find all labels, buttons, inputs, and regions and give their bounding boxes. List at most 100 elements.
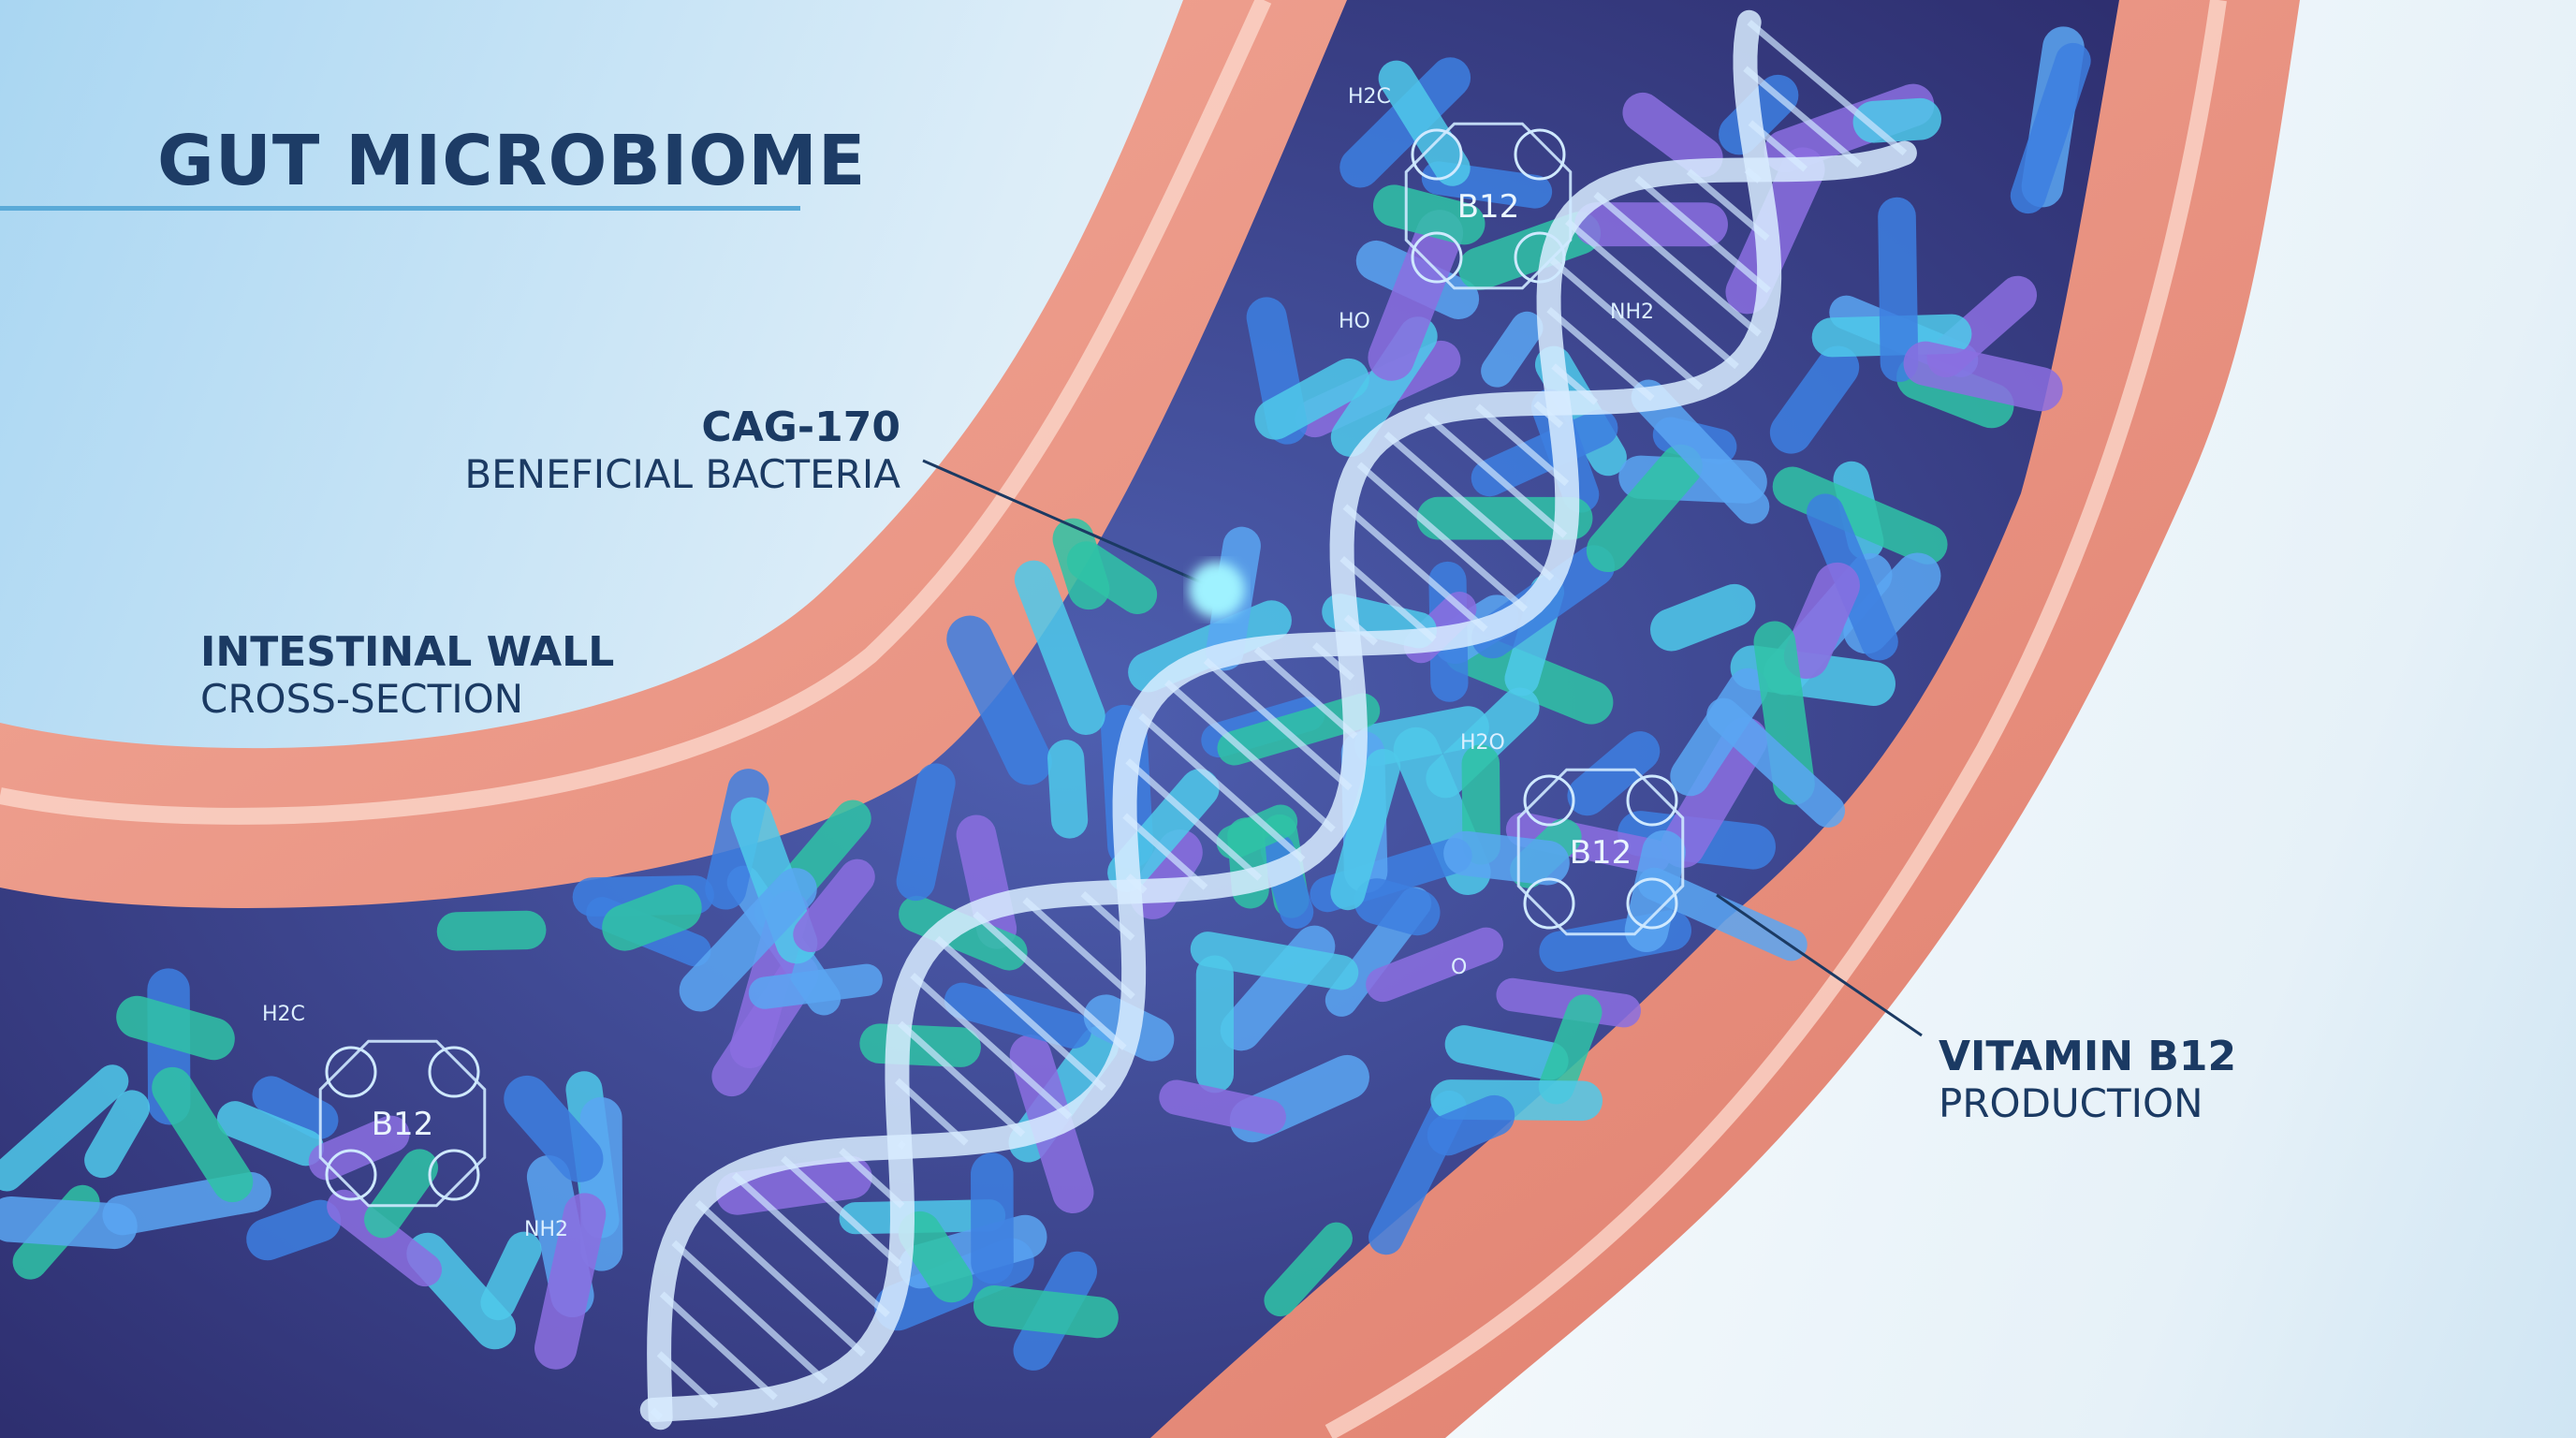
dna-base-pair (1383, 432, 1555, 581)
label-vitamin-desc: PRODUCTION (1939, 1079, 2203, 1126)
bacterium (1190, 932, 1359, 990)
bacterium (1378, 60, 1471, 186)
bacterium (1622, 92, 1723, 178)
dna-base-pair (659, 1291, 778, 1401)
bacterium (1366, 927, 1504, 1003)
bacterium (1783, 562, 1860, 680)
bacterium (1650, 583, 1756, 652)
dna-base-pair (731, 1172, 890, 1318)
bacterium (896, 763, 956, 902)
label-wall-desc: CROSS-SECTION (200, 675, 524, 722)
dna-base-pair (1549, 257, 1704, 390)
bacterium (679, 868, 817, 1012)
dna-base-pair (898, 1020, 1026, 1137)
porphyrin-ring (1404, 122, 1573, 290)
bacterium (1574, 202, 1728, 247)
pyrrole-ring (1514, 231, 1566, 284)
bacterium (1481, 311, 1544, 388)
leader-line-vitamin (1716, 893, 1923, 1037)
dna-base-pair (910, 973, 1073, 1120)
b12-center-label: B12 (1457, 188, 1520, 226)
dna-base-pair (1743, 66, 1863, 168)
dna-base-pair (671, 1240, 828, 1385)
bacterium (116, 995, 235, 1061)
bacterium (1903, 341, 2063, 412)
b12-center-label: B12 (1570, 834, 1632, 872)
label-bacteria-name: CAG-170 (701, 404, 900, 451)
bacterium (898, 1211, 973, 1303)
bacterium (973, 1284, 1119, 1339)
substituent-label: HO (1339, 310, 1370, 333)
bacterium (0, 1196, 138, 1250)
dna-base-pair (1356, 462, 1528, 612)
dna-base-pair (973, 911, 1127, 1050)
dna-base-pair (934, 935, 1106, 1092)
bacterium (944, 982, 1091, 1049)
bacterium (0, 1064, 129, 1192)
bacterium (504, 1075, 604, 1182)
substituent-label: H2C (1348, 85, 1391, 109)
dna-base-pair (1122, 813, 1208, 890)
bacterium (1427, 1094, 1515, 1156)
bacterium (1416, 496, 1593, 540)
pyrrole-ring (428, 1046, 480, 1098)
dna-strand-a (639, 9, 1782, 1423)
page-title: GUT MICROBIOME (157, 121, 867, 201)
bacterium (1195, 955, 1235, 1093)
bacterium (1706, 697, 1846, 828)
dna-base-pair (695, 1200, 866, 1357)
dna-strand-b (647, 140, 1917, 1431)
bacterium (84, 1090, 151, 1179)
b12-molecule: B12 H2C NH2 (262, 1003, 568, 1241)
label-vitamin: VITAMIN B12 PRODUCTION (1939, 1033, 2236, 1126)
bacterium (1159, 1079, 1286, 1135)
dna-base-pair (1593, 191, 1762, 337)
molecule-ring (318, 1039, 487, 1208)
bacterium (1567, 731, 1661, 816)
bacterium (1368, 210, 1464, 381)
label-wall: INTESTINAL WALL CROSS-SECTION (200, 628, 615, 722)
b12-center-label: B12 (372, 1106, 434, 1143)
label-wall-name: INTESTINAL WALL (200, 628, 615, 676)
bacterium (1047, 740, 1089, 839)
substituent-label: NH2 (524, 1218, 568, 1241)
bacterium (1426, 687, 1540, 799)
bacterium (1444, 1025, 1569, 1080)
bacterium (1217, 693, 1381, 766)
label-bacteria: CAG-170 BENEFICIAL BACTERIA (464, 404, 900, 497)
porphyrin-ring (318, 1039, 487, 1208)
bacterium (1631, 379, 1770, 524)
bacterium (1637, 867, 1808, 961)
bacterium (793, 858, 875, 953)
bacterium (748, 963, 883, 1009)
b12-molecule: B12 H2O O (1451, 731, 1685, 979)
substituent-label: H2C (262, 1003, 305, 1026)
bacterium (480, 1231, 542, 1321)
porphyrin-ring (1516, 768, 1685, 936)
bacterium (534, 1193, 607, 1370)
bacterium (1753, 621, 1815, 805)
dna-base-pair (1164, 680, 1336, 832)
bacterium (1769, 345, 1860, 454)
bacterium (1471, 409, 1618, 497)
dna-base-pair (781, 1155, 902, 1268)
pyrrole-ring (325, 1149, 377, 1201)
dna-base-pair (1253, 646, 1358, 740)
pyrrole-ring (1523, 877, 1575, 930)
dna-base-pair (1138, 712, 1306, 862)
bacteria-group (0, 26, 2091, 1371)
dna-helix (639, 9, 1917, 1431)
bacterium (1372, 184, 1486, 245)
bacterium (436, 910, 547, 951)
bacterium (1772, 466, 1948, 565)
wall-highlight (0, 0, 1272, 825)
molecule-ring (1516, 768, 1685, 936)
bacterium (1538, 994, 1603, 1105)
bacterium (1878, 197, 1919, 383)
bacterium (152, 1066, 254, 1203)
substituent-label: H2O (1460, 731, 1505, 755)
bacterium (246, 1199, 342, 1261)
dna-base-pair (1022, 897, 1135, 1000)
dna-base-pair (1339, 555, 1437, 642)
bacterium (1254, 358, 1369, 440)
